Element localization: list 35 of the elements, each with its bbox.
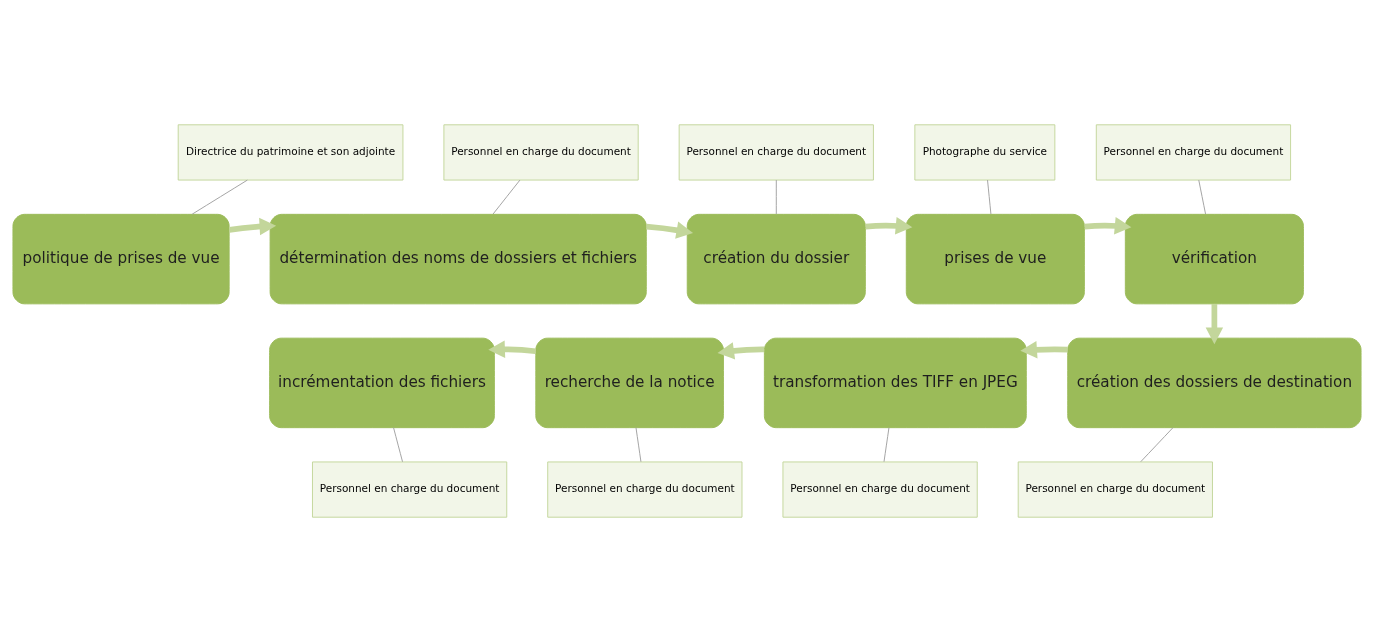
node-box: Personnel en charge du document bbox=[547, 460, 743, 518]
node-box: Personnel en charge du document bbox=[1095, 123, 1292, 181]
node-box: recherche de la notice bbox=[535, 337, 724, 428]
node-box: création des dossiers de destination bbox=[1067, 337, 1362, 428]
node-box: création du dossier bbox=[686, 213, 866, 304]
node-box: Photographe du service bbox=[914, 123, 1056, 181]
node-box: Personnel en charge du document bbox=[1017, 460, 1213, 518]
connector bbox=[492, 179, 521, 214]
arrow bbox=[228, 217, 277, 235]
node-box: incrémentation des fichiers bbox=[269, 337, 495, 428]
node-box: Personnel en charge du document bbox=[782, 460, 978, 518]
arrow bbox=[717, 341, 765, 359]
arrow bbox=[488, 340, 536, 358]
node-box: vérification bbox=[1124, 213, 1304, 304]
connector bbox=[635, 426, 642, 462]
connector bbox=[191, 179, 248, 215]
connector bbox=[883, 426, 890, 462]
node-box: Personnel en charge du document bbox=[443, 123, 639, 181]
node-box: Personnel en charge du document bbox=[678, 123, 874, 181]
connector bbox=[987, 179, 992, 214]
node-box: prises de vue bbox=[905, 213, 1085, 304]
connector bbox=[393, 426, 403, 462]
node-box: Personnel en charge du document bbox=[312, 460, 508, 518]
connector bbox=[775, 179, 777, 214]
connector bbox=[1140, 426, 1174, 462]
arrow bbox=[1205, 303, 1224, 344]
arrow bbox=[1020, 340, 1068, 358]
arrow bbox=[1084, 216, 1132, 234]
arrow bbox=[646, 221, 694, 239]
node-box: transformation des TIFF en JPEG bbox=[763, 337, 1027, 428]
node-box: Directrice du patrimoine et son adjointe bbox=[177, 123, 404, 181]
node-box: détermination des noms de dossiers et fichiers bbox=[269, 213, 647, 304]
connector bbox=[1198, 179, 1207, 214]
node-box: politique de prises de vue bbox=[12, 213, 230, 304]
arrow bbox=[865, 216, 913, 234]
